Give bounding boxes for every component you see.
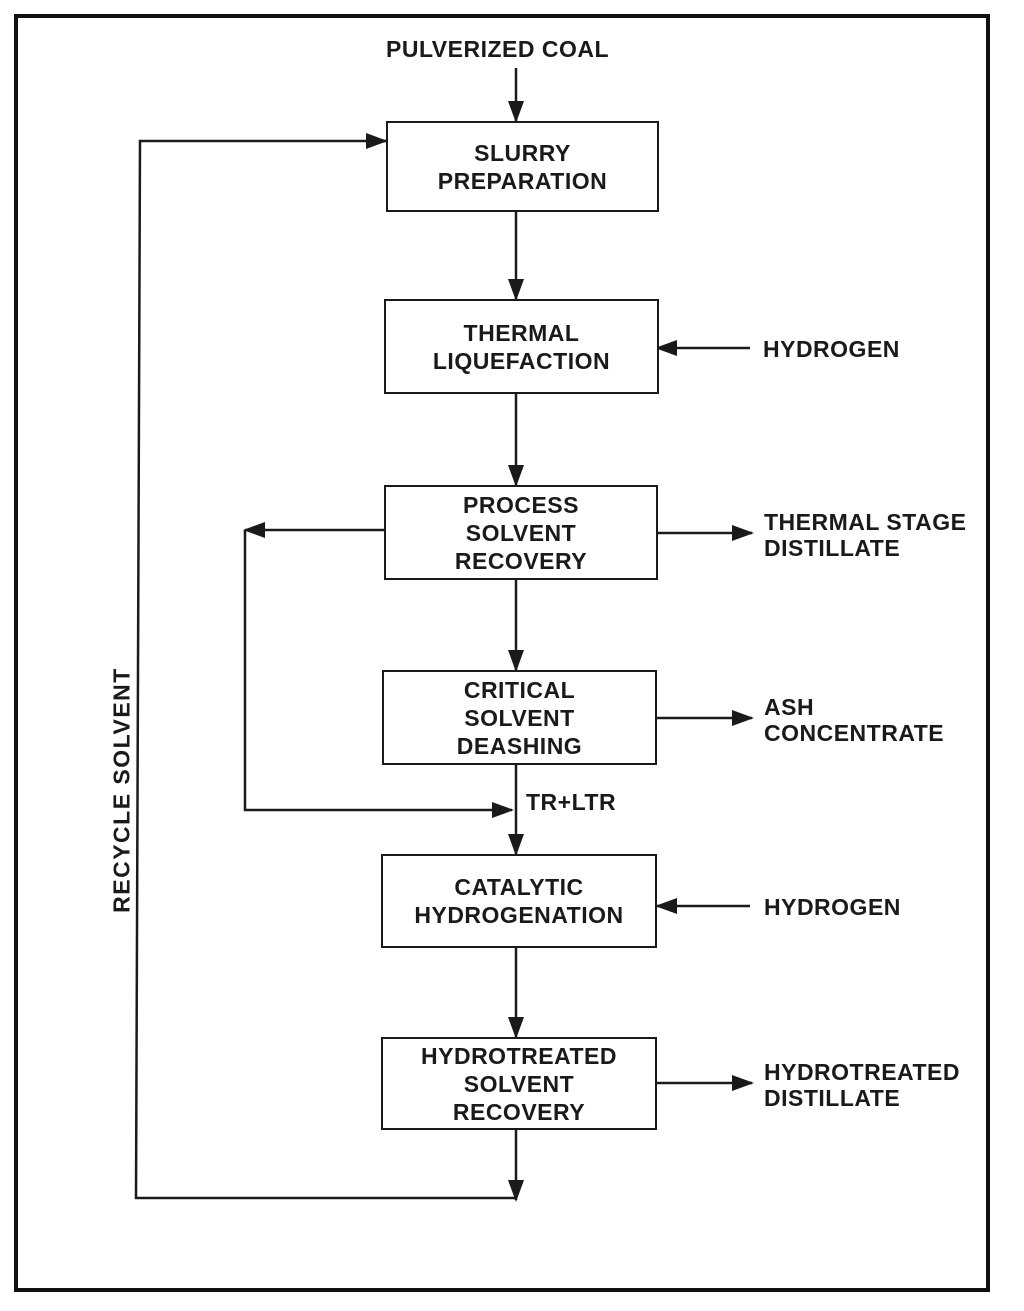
thermal-liquefaction-box: THERMAL LIQUEFACTION (384, 299, 659, 394)
label-line: THERMAL STAGE (764, 509, 967, 535)
thermal-stage-distillate-label: THERMAL STAGE DISTILLATE (764, 509, 966, 561)
slurry-preparation-box: SLURRY PREPARATION (386, 121, 659, 212)
box-line: SLURRY (474, 139, 571, 166)
catalytic-hydrogenation-box: CATALYTIC HYDROGENATION (381, 854, 657, 948)
hydrotreated-distillate-label: HYDROTREATED DISTILLATE (764, 1059, 960, 1111)
tr-ltr-label: TR+LTR (526, 789, 617, 815)
label-line: CONCENTRATE (764, 720, 945, 746)
ash-concentrate-label: ASH CONCENTRATE (764, 694, 944, 746)
critical-solvent-deashing-box: CRITICAL SOLVENT DEASHING (382, 670, 657, 765)
box-line: SOLVENT (463, 1070, 575, 1097)
bypass-loop (243, 530, 514, 818)
box-line: LIQUEFACTION (432, 347, 611, 374)
box-line: RECOVERY (454, 547, 588, 574)
label-line: DISTILLATE (764, 1085, 901, 1111)
hydrogen-label-2: HYDROGEN (764, 894, 901, 920)
label-line: DISTILLATE (764, 535, 901, 561)
label-line: ASH (764, 694, 815, 720)
box-line: RECOVERY (452, 1098, 586, 1125)
box-line: SOLVENT (464, 704, 575, 731)
box-line: HYDROGENATION (414, 902, 624, 928)
pulverized-coal-label: PULVERIZED COAL (386, 36, 610, 62)
box-line: PROCESS (463, 491, 579, 518)
box-line: CATALYTIC (454, 874, 584, 900)
label-line: HYDROTREATED (764, 1059, 960, 1085)
box-line: HYDROTREATED (421, 1042, 617, 1069)
hydrotreated-solvent-recovery-box: HYDROTREATED SOLVENT RECOVERY (381, 1037, 657, 1130)
recycle-solvent-loop (134, 133, 516, 1200)
box-line: PREPARATION (437, 167, 608, 194)
process-solvent-recovery-box: PROCESS SOLVENT RECOVERY (384, 485, 658, 580)
box-line: DEASHING (456, 732, 583, 759)
box-line: SOLVENT (465, 519, 577, 546)
recycle-solvent-label: RECYCLE SOLVENT (108, 667, 135, 913)
box-line: CRITICAL (463, 676, 576, 703)
box-line: THERMAL (463, 319, 580, 346)
diagram-frame (14, 14, 990, 1292)
hydrogen-label-1: HYDROGEN (763, 336, 900, 362)
